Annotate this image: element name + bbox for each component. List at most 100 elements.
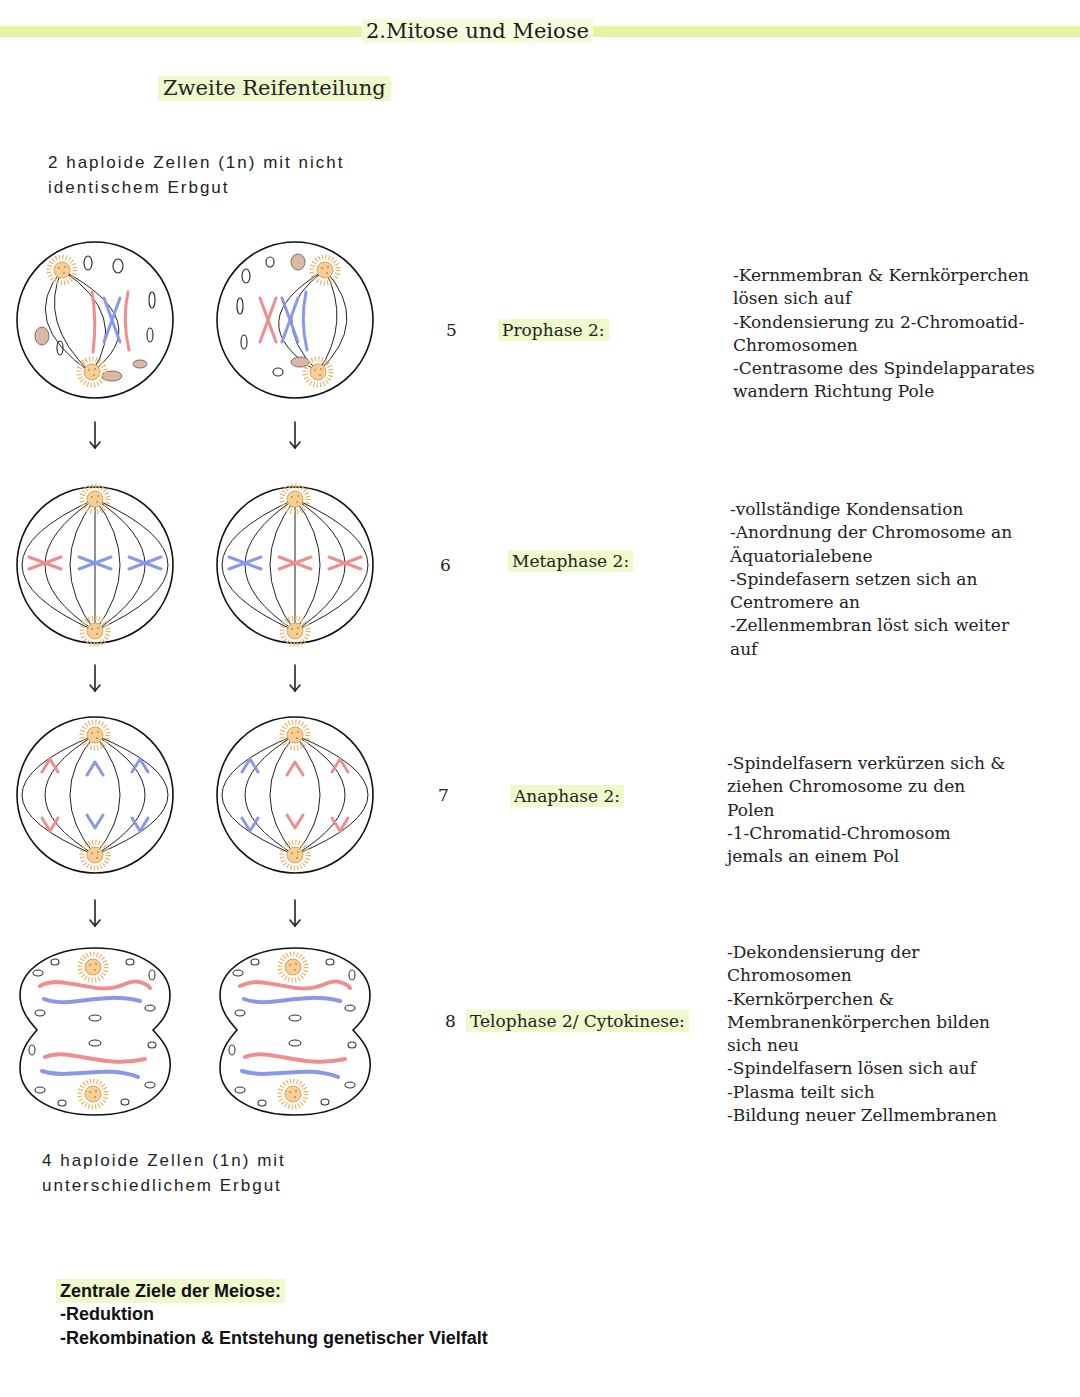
summary-heading: Zentrale Ziele der Meiose: [56, 1279, 285, 1303]
membrane-vesicle [35, 1010, 45, 1016]
summary-item: -Reduktion [60, 1302, 154, 1326]
chromatid [42, 818, 58, 831]
centrosome [282, 618, 308, 644]
membrane-vesicle [51, 959, 59, 965]
chromosome [104, 298, 120, 342]
membrane-vesicle [58, 1100, 66, 1106]
membrane-fragment [242, 269, 250, 283]
phase-note: -Kernkörperchen & Membranenkörperchen bi… [727, 988, 1012, 1058]
down-arrow [290, 665, 300, 691]
dividing-cell-outline [20, 948, 170, 1115]
nucleolus-fragment [35, 327, 49, 345]
spindle-fibers [22, 499, 168, 631]
section-heading: Zweite Reifenteilung [158, 76, 391, 101]
centrosome [82, 722, 108, 748]
membrane-vesicle [89, 1015, 101, 1021]
note-list: -Kernmembran & Kernkörperchen lösen sich… [733, 264, 1073, 404]
membrane-fragment [147, 328, 153, 342]
step-number: 7 [438, 784, 449, 806]
phase-note: -Kondensierung zu 2-Chromoatid- Chromoso… [733, 311, 1073, 358]
note-list: -Spindelfasern verkürzen sich & ziehen C… [727, 752, 1007, 868]
chromosome [129, 557, 161, 569]
chromatid [332, 818, 348, 831]
phase-name: Telophase 2/ Cytokinese: [466, 1010, 689, 1032]
membrane-vesicle [148, 1042, 156, 1048]
membrane-fragment [57, 341, 63, 355]
cell-outline [17, 487, 173, 643]
spindle-fibers [222, 499, 368, 631]
membrane-vesicle [145, 1005, 155, 1011]
membrane-fragment [113, 259, 123, 273]
phase-note: -Dekondensierung der Chromosomen [727, 941, 1012, 988]
centrosome [82, 486, 108, 512]
prophase-cell [17, 242, 173, 398]
chromatid [332, 759, 348, 772]
down-arrow [90, 900, 100, 926]
phase-note: -Centrasome des Spindelapparates wandern… [733, 357, 1073, 404]
centrosome [80, 954, 106, 980]
membrane-fragment [266, 257, 274, 267]
phase-note: -Kernmembran & Kernkörperchen lösen sich… [733, 264, 1073, 311]
cell-outline [217, 717, 373, 873]
chromatid [132, 759, 148, 772]
chromatid [242, 759, 258, 772]
chromosome [92, 292, 95, 352]
summary-item: -Rekombination & Entstehung genetischer … [60, 1326, 488, 1350]
phase-note: -Spindelfasern lösen sich auf [727, 1057, 1012, 1080]
centrosome [82, 618, 108, 644]
chromosome [29, 557, 61, 569]
membrane-vesicle [89, 1040, 101, 1046]
membrane-vesicle [29, 1045, 35, 1055]
centrosome [79, 359, 105, 385]
centrosome [82, 842, 108, 868]
chromosome [125, 292, 129, 350]
nucleolus-fragment [133, 360, 147, 368]
chromosome [45, 1054, 145, 1061]
chromatid [42, 759, 58, 772]
cell-caption: 2 haploide Zellen (1n) mit nicht identis… [48, 150, 348, 200]
membrane-fragment [149, 292, 155, 308]
note-list: -vollständige Kondensation-Anordnung der… [730, 498, 1030, 661]
down-arrow [90, 665, 100, 691]
membrane-vesicle [145, 1082, 155, 1088]
step-number: 8 [445, 1010, 456, 1032]
cell-outline [217, 487, 373, 643]
centrosome [305, 359, 331, 385]
membrane-vesicle [33, 970, 43, 976]
prophase-cell [217, 242, 373, 398]
chromosome [303, 292, 307, 350]
metaphase-cell [217, 486, 373, 644]
anaphase-cell [17, 717, 173, 873]
step-number: 6 [440, 554, 451, 576]
spindle-fibers [279, 270, 347, 372]
anaphase-cell [217, 717, 373, 873]
centrosome [282, 722, 308, 748]
chromatid [87, 762, 103, 775]
membrane-fragments [237, 257, 283, 376]
down-arrow [90, 422, 100, 448]
chromosome [40, 982, 150, 989]
nucleolus-fragment [291, 357, 309, 367]
down-arrow [290, 900, 300, 926]
membrane-fragments [57, 256, 155, 355]
nucleolus-fragment [291, 254, 305, 270]
spindle-fibers [45, 270, 119, 372]
chromosome [44, 998, 140, 1002]
centrosome [282, 842, 308, 868]
spindle-fiber [54, 270, 90, 372]
centrosome [312, 257, 338, 283]
phase-note: -Plasma teilt sich [727, 1081, 1012, 1104]
phase-note: -Spindelfasern verkürzen sich & ziehen C… [727, 752, 1007, 822]
phase-note: -Bildung neuer Zellmembranen [727, 1104, 1012, 1127]
chromatid [87, 815, 103, 828]
phase-name: Anaphase 2: [510, 785, 624, 807]
note-list: -Dekondensierung der Chromosomen-Kernkör… [727, 941, 1012, 1127]
chromatid [287, 815, 303, 828]
phase-note: -Anordnung der Chromosome an Äquatoriale… [730, 521, 1030, 568]
chromatid [287, 762, 303, 775]
spindle-fiber [45, 270, 90, 372]
chromosome [42, 1071, 138, 1077]
centrosome [80, 1081, 106, 1107]
cell-outline [17, 717, 173, 873]
